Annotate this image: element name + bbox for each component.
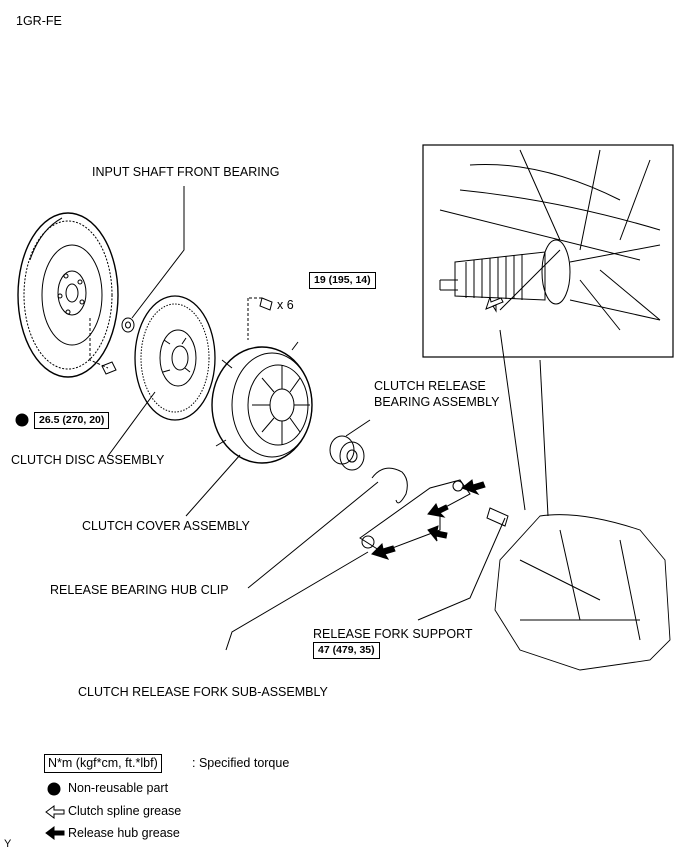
flywheel-bolt (89, 318, 117, 375)
label-clutch-release-bearing-2: BEARING ASSEMBLY (374, 395, 500, 409)
label-release-fork-support: RELEASE FORK SUPPORT (313, 627, 473, 641)
spline-grease-arrow (485, 295, 504, 313)
engine-code: 1GR-FE (16, 14, 62, 28)
legend-spline-grease-icon (45, 805, 65, 819)
label-clutch-release-fork: CLUTCH RELEASE FORK SUB-ASSEMBLY (78, 685, 328, 699)
clutch-disc (107, 295, 216, 457)
legend-torque-unit: N*m (kgf*cm, ft.*lbf) (44, 754, 162, 773)
release-fork-support (417, 507, 509, 621)
input-shaft-front-bearing (121, 186, 185, 333)
torque-cover-bolts: 19 (195, 14) (309, 272, 376, 289)
label-clutch-disc-assembly: CLUTCH DISC ASSEMBLY (11, 453, 165, 467)
detail-inset (422, 144, 674, 358)
torque-cover-bolts-qty: x 6 (277, 298, 294, 312)
label-clutch-release-bearing-1: CLUTCH RELEASE (374, 379, 486, 393)
clutch-release-fork (225, 479, 471, 651)
hub-grease-arrow-4 (427, 525, 448, 542)
torque-flywheel-bolt: 26.5 (270, 20) (34, 412, 110, 429)
legend-torque-desc: : Specified torque (192, 756, 290, 770)
corner-mark: Y (4, 838, 12, 850)
legend-non-reusable: Non-reusable part (68, 781, 169, 795)
legend-hub-grease-icon (45, 826, 65, 840)
transmission-housing (494, 329, 671, 671)
legend-hub-grease: Release hub grease (68, 826, 180, 840)
hub-grease-arrow-2 (461, 479, 486, 496)
torque-fork-support: 47 (479, 35) (313, 642, 380, 659)
legend-spline-grease: Clutch spline grease (68, 804, 182, 818)
release-bearing-hub-clip (247, 467, 408, 589)
hub-grease-arrow-1 (371, 542, 396, 560)
label-input-shaft-front-bearing: INPUT SHAFT FRONT BEARING (92, 165, 280, 179)
non-reusable-mark (15, 413, 29, 427)
cover-bolt (248, 297, 273, 311)
clutch-release-bearing (329, 419, 371, 471)
label-release-bearing-hub-clip: RELEASE BEARING HUB CLIP (50, 583, 229, 597)
hub-grease-arrow-3 (427, 503, 449, 518)
clutch-cover (185, 298, 313, 517)
label-clutch-cover-assembly: CLUTCH COVER ASSEMBLY (82, 519, 250, 533)
flywheel (17, 212, 119, 378)
legend-non-reusable-icon (47, 782, 61, 796)
